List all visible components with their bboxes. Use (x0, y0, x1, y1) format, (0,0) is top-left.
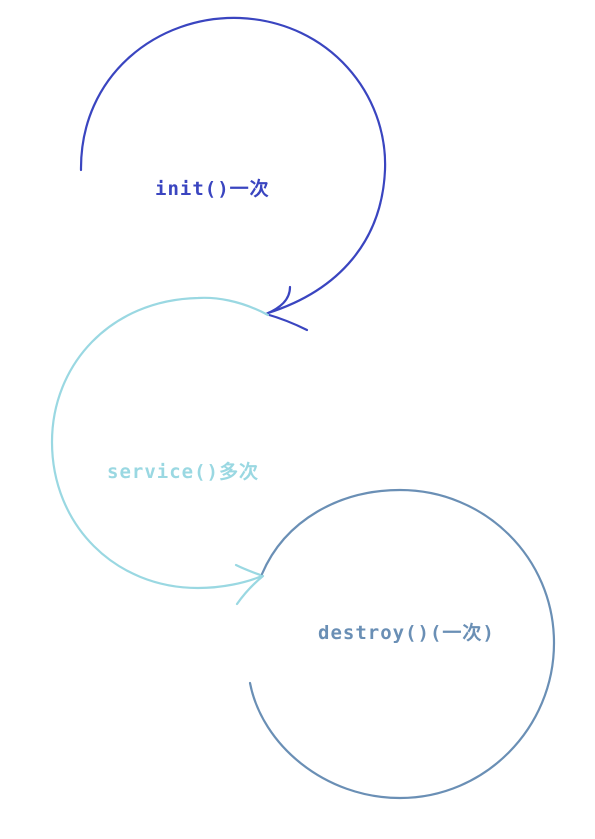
destroy-label: destroy()(一次) (318, 622, 495, 644)
init-cycle-arc (79, 16, 387, 315)
service-cycle-arc (50, 296, 270, 590)
service-label: service()多次 (107, 461, 259, 483)
init-arrowhead (264, 285, 309, 332)
service-arrowhead (234, 563, 265, 606)
destroy-cycle-arc (248, 488, 556, 800)
init-label: init()一次 (155, 178, 270, 200)
